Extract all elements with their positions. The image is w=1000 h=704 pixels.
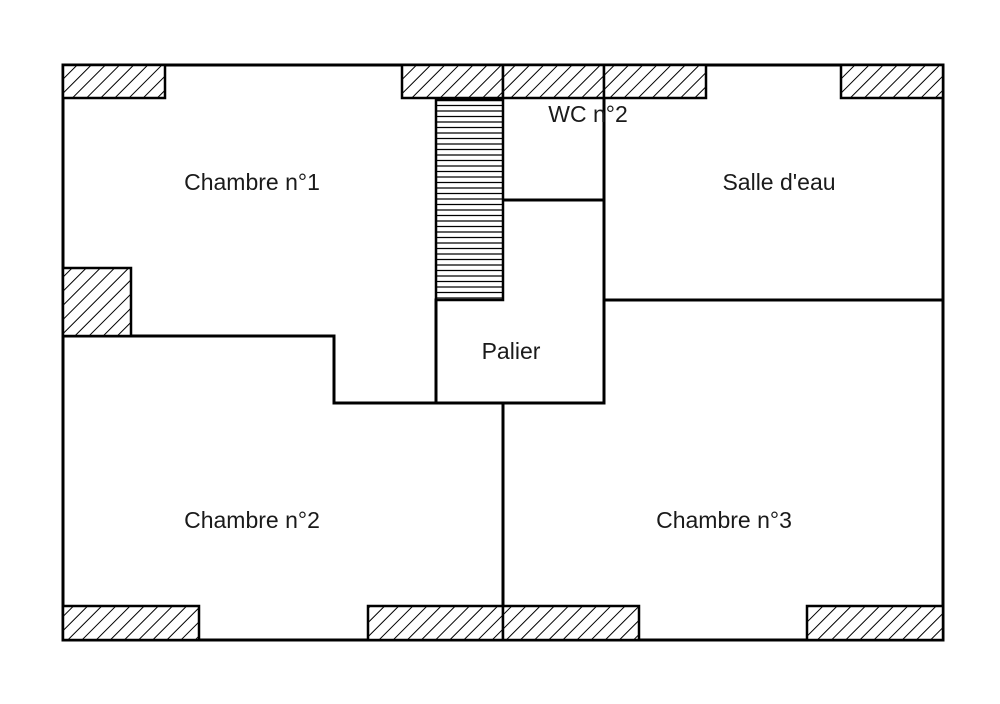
staircase xyxy=(434,98,505,302)
window-bottom-2 xyxy=(366,604,505,642)
interior-walls xyxy=(61,63,945,642)
room-label-palier: Palier xyxy=(482,338,541,364)
room-label-chambre2: Chambre n°2 xyxy=(184,507,320,533)
window-top-5 xyxy=(839,63,945,100)
room-label-wc2: WC n°2 xyxy=(548,101,628,127)
room-label-salle-eau: Salle d'eau xyxy=(722,169,835,195)
stair-steps xyxy=(436,104,503,299)
window-top-4 xyxy=(602,63,708,100)
window-bottom-1 xyxy=(61,604,201,642)
window-bottom-3 xyxy=(501,604,641,642)
window-bottom-4 xyxy=(805,604,945,642)
room-label-chambre3: Chambre n°3 xyxy=(656,507,792,533)
chimney-block xyxy=(61,266,133,338)
windows xyxy=(61,63,945,642)
room-label-chambre1: Chambre n°1 xyxy=(184,169,320,195)
window-top-2 xyxy=(400,63,505,100)
window-top-1 xyxy=(61,63,167,100)
window-top-3 xyxy=(501,63,606,100)
